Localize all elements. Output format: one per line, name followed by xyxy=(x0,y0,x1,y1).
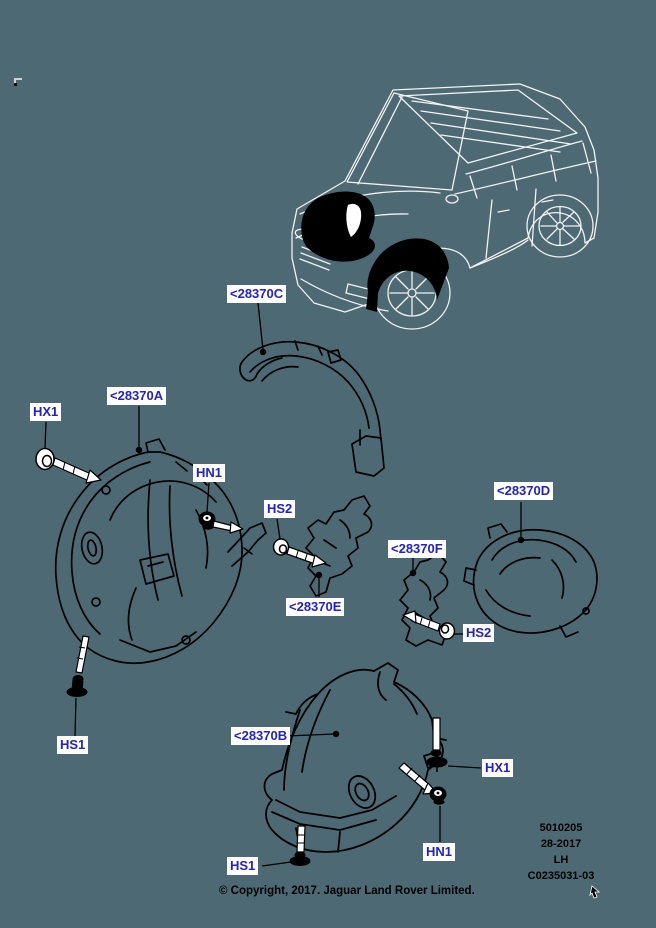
fastener-hs1-left xyxy=(66,635,90,697)
callout-hn1-top[interactable]: HN1 xyxy=(193,464,226,482)
callout-hn1-bottom[interactable]: HN1 xyxy=(423,843,456,861)
mouse-cursor xyxy=(589,885,601,899)
part-28370e-drawing xyxy=(305,495,373,597)
callout-hs2-left[interactable]: HS2 xyxy=(264,500,296,518)
callout-hx1-top[interactable]: HX1 xyxy=(30,403,62,421)
document-info: 5010205 28-2017 LH C0235031-03 xyxy=(500,820,622,884)
callout-28370a[interactable]: <28370A xyxy=(107,387,167,405)
callout-28370d[interactable]: <28370D xyxy=(494,482,554,500)
fastener-hs2-left xyxy=(272,538,327,568)
doc-issue: 28-2017 xyxy=(540,838,582,850)
leader-lines xyxy=(44,302,525,867)
doc-number: 5010205 xyxy=(539,822,583,834)
highlight-wheel-arch-liner xyxy=(366,238,449,312)
callout-28370e[interactable]: <28370E xyxy=(286,598,345,616)
callout-28370b[interactable]: <28370B xyxy=(231,727,291,745)
fastener-hn1-top xyxy=(198,511,244,534)
fastener-hx1-bottom xyxy=(426,717,448,772)
fastener-hx1-top xyxy=(35,447,102,484)
callout-hs1-bottom[interactable]: HS1 xyxy=(227,857,259,875)
doc-side: LH xyxy=(553,854,569,866)
highlight-engine-bay-liner xyxy=(301,191,375,262)
callout-hx1-bottom[interactable]: HX1 xyxy=(482,759,514,777)
callout-28370f[interactable]: <28370F xyxy=(388,540,446,558)
part-28370d-drawing xyxy=(463,523,598,638)
copyright-text: © Copyright, 2017. Jaguar Land Rover Lim… xyxy=(219,885,475,897)
part-28370b-drawing xyxy=(263,662,447,853)
part-28370c-drawing xyxy=(239,340,385,477)
callout-hs1-left[interactable]: HS1 xyxy=(57,736,89,754)
corner-mark xyxy=(14,78,22,86)
fastener-hs1-bottom xyxy=(289,825,311,866)
doc-drawing-code: C0235031-03 xyxy=(527,870,595,882)
fastener-hn1-bottom xyxy=(429,786,447,805)
callout-hs2-right[interactable]: HS2 xyxy=(463,624,495,642)
vehicle-illustration xyxy=(291,83,599,330)
part-28370a-drawing xyxy=(54,438,267,665)
callout-28370c[interactable]: <28370C xyxy=(227,285,287,303)
fastener-hs2-right xyxy=(402,610,456,640)
